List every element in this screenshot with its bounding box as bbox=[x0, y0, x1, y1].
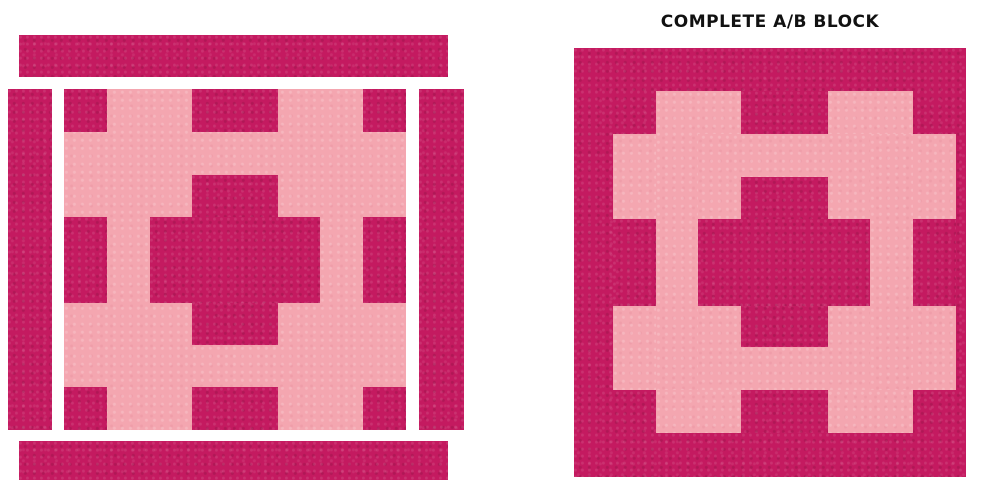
center-block-dark-square bbox=[64, 217, 107, 303]
left-light-band bbox=[656, 91, 698, 433]
center-block-dark-square bbox=[64, 387, 107, 430]
top-border-strip bbox=[19, 35, 448, 77]
bottom-left-light-tab bbox=[656, 390, 741, 433]
complete-block bbox=[574, 48, 966, 477]
left-mid-dark-square bbox=[613, 219, 656, 306]
center-cross-horizontal bbox=[698, 219, 870, 306]
center-cross-horizontal bbox=[150, 217, 320, 303]
complete-block-title: COMPLETE A/B BLOCK bbox=[574, 12, 966, 32]
center-block-dark-square bbox=[363, 387, 406, 430]
center-block-dark-square bbox=[363, 217, 406, 303]
top-left-light-tab bbox=[656, 91, 741, 134]
right-border-strip bbox=[419, 89, 464, 430]
bottom-border-strip bbox=[19, 441, 448, 480]
center-block-dark-square bbox=[192, 89, 278, 132]
center-block bbox=[64, 89, 406, 430]
top-center-dark-square bbox=[741, 91, 828, 134]
top-right-light-tab bbox=[828, 91, 913, 134]
right-mid-dark-square bbox=[913, 219, 956, 306]
right-light-band bbox=[870, 91, 913, 433]
left-border-strip bbox=[8, 89, 52, 430]
bottom-right-light-tab bbox=[828, 390, 913, 433]
bottom-center-dark-square bbox=[741, 390, 828, 433]
center-block-dark-square bbox=[64, 89, 107, 132]
center-block-dark-square bbox=[192, 387, 278, 430]
center-block-dark-square bbox=[363, 89, 406, 132]
